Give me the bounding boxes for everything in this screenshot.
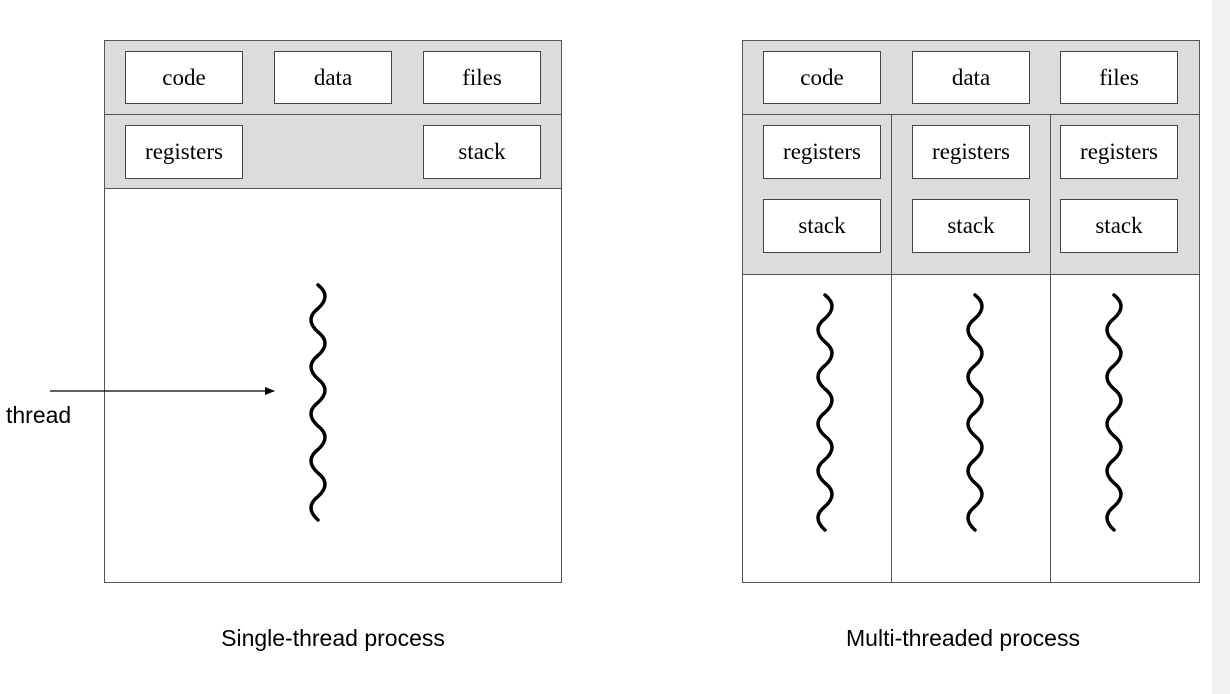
multi-thread-divider-2 [1050,114,1051,582]
thread-1-stack-box: stack [763,199,881,253]
multi-band-bottom [743,274,1199,275]
multi-threaded-caption: Multi-threaded process [846,625,1080,651]
thread-3-squiggle [1105,293,1123,532]
multi-thread-divider-1 [891,114,892,582]
single-thread-caption: Single-thread process [221,625,445,651]
single-band-divider [105,114,561,115]
single-stack-box: stack [423,125,541,179]
single-code-box: code [125,51,243,104]
multi-files-box: files [1060,51,1178,104]
single-registers-box: registers [125,125,243,179]
thread-1-registers-box: registers [763,125,881,179]
thread-2-stack-box: stack [912,199,1030,253]
single-thread-squiggle [309,283,327,522]
thread-2-registers-box: registers [912,125,1030,179]
multi-band-divider [743,114,1199,115]
multi-data-box: data [912,51,1030,104]
multi-code-box: code [763,51,881,104]
right-edge-strip [1212,0,1230,694]
thread-label: thread [6,402,72,428]
single-data-box: data [274,51,392,104]
thread-1-squiggle [816,293,834,532]
thread-2-squiggle [966,293,984,532]
thread-3-stack-box: stack [1060,199,1178,253]
single-band-bottom [105,188,561,189]
single-files-box: files [423,51,541,104]
thread-3-registers-box: registers [1060,125,1178,179]
